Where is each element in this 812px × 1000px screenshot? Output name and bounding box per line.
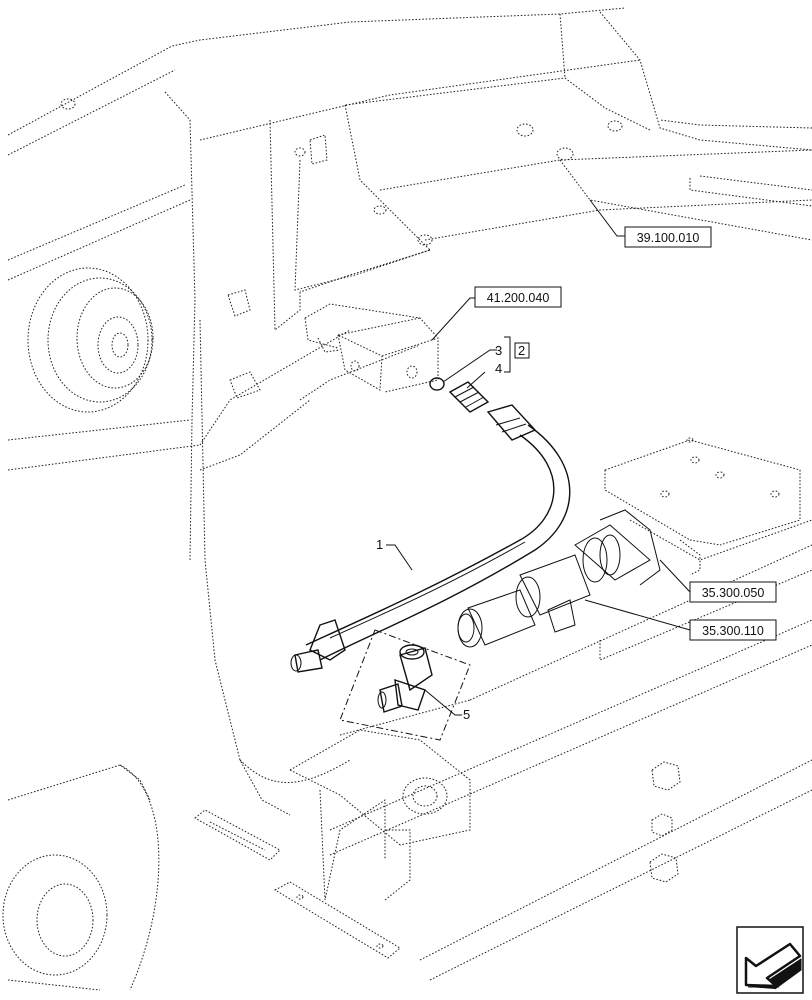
hose-assembly	[290, 404, 571, 673]
adapter-fitting	[429, 377, 490, 413]
svg-text:39.100.010: 39.100.010	[637, 231, 700, 245]
ref-35-300-110[interactable]: 35.300.110	[689, 619, 777, 641]
elbow-fitting	[339, 629, 471, 741]
item-3-label: 3	[495, 343, 502, 358]
svg-text:41.200.040: 41.200.040	[487, 291, 550, 305]
svg-text:35.300.110: 35.300.110	[702, 624, 764, 638]
valve-fittings	[457, 509, 661, 648]
leader-lines	[386, 199, 691, 716]
item-5-label: 5	[463, 707, 470, 722]
view-orientation-arrow-icon	[736, 926, 804, 994]
svg-text:35.300.050: 35.300.050	[702, 586, 765, 600]
item-1-label: 1	[376, 537, 383, 552]
ref-41-200-040[interactable]: 41.200.040	[474, 286, 562, 308]
item-4-label: 4	[495, 361, 502, 376]
ref-39-100-010[interactable]: 39.100.010	[624, 226, 712, 248]
frame-structure	[2, 7, 812, 991]
ref-35-300-050[interactable]: 35.300.050	[689, 581, 777, 603]
svg-text:2: 2	[518, 343, 525, 358]
item-2-kit-box: 2	[514, 342, 530, 359]
